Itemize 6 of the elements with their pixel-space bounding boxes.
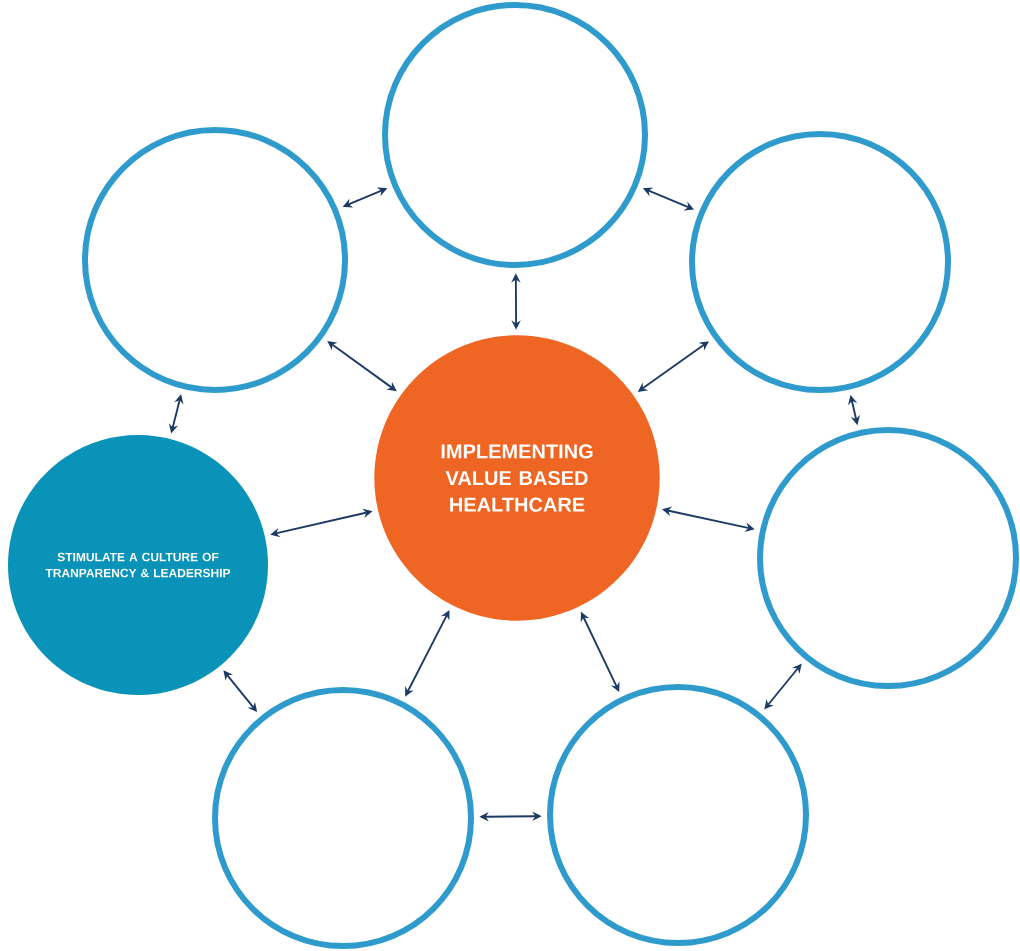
empty-circle bbox=[757, 427, 1019, 689]
empty-circle bbox=[382, 2, 648, 268]
empty-circle bbox=[689, 131, 951, 393]
empty-circle bbox=[547, 684, 809, 946]
empty-circle bbox=[82, 127, 348, 393]
empty-circle bbox=[212, 687, 474, 949]
